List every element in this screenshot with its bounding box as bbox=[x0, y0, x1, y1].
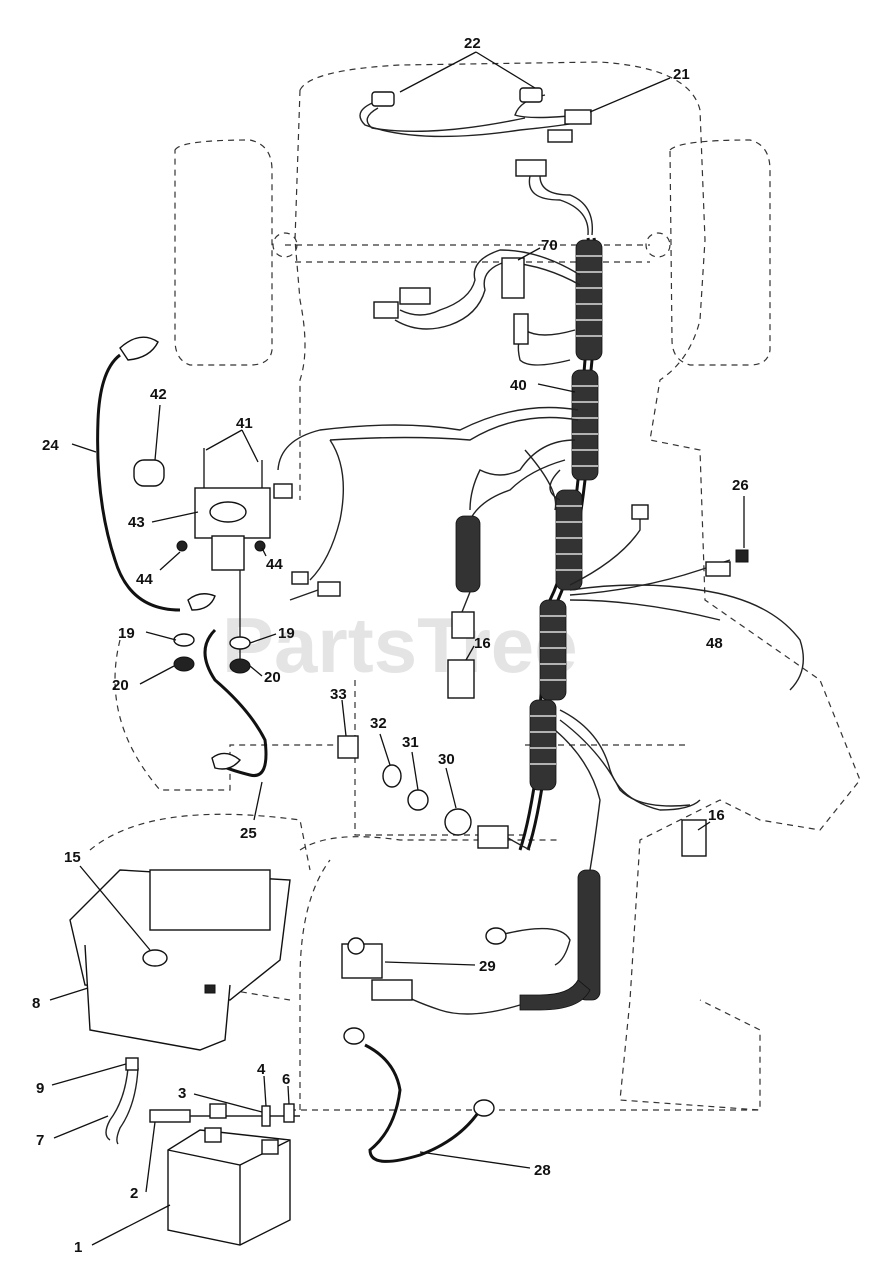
callout-31: 31 bbox=[402, 734, 419, 751]
callout-44-right: 44 bbox=[266, 556, 283, 573]
main-wire-harness bbox=[518, 237, 603, 851]
callout-70: 70 bbox=[541, 237, 558, 254]
battery-cable-25 bbox=[203, 628, 268, 778]
callout-8: 8 bbox=[32, 995, 40, 1012]
callout-1: 1 bbox=[74, 1239, 82, 1256]
harness-branches bbox=[273, 249, 804, 871]
callout-19-left: 19 bbox=[118, 625, 135, 642]
callout-28: 28 bbox=[534, 1162, 551, 1179]
callout-43: 43 bbox=[128, 514, 145, 531]
leader-lines bbox=[49, 51, 745, 1246]
callout-33: 33 bbox=[330, 686, 347, 703]
callout-30: 30 bbox=[438, 751, 455, 768]
callout-29: 29 bbox=[479, 958, 496, 975]
battery-box bbox=[69, 869, 291, 1051]
battery-cable-28 bbox=[343, 1027, 495, 1163]
battery bbox=[149, 1103, 300, 1246]
callout-15: 15 bbox=[64, 849, 81, 866]
callout-42: 42 bbox=[150, 386, 167, 403]
ground-cable-24 bbox=[96, 336, 181, 612]
callout-3: 3 bbox=[178, 1085, 186, 1102]
callout-16-lower: 16 bbox=[708, 807, 725, 824]
lower-harness bbox=[341, 869, 601, 1015]
callout-9: 9 bbox=[36, 1080, 44, 1097]
callout-7: 7 bbox=[36, 1132, 44, 1149]
callout-32: 32 bbox=[370, 715, 387, 732]
callout-44-left: 44 bbox=[136, 571, 153, 588]
callouts: 22 21 70 40 42 41 24 43 44 44 26 19 19 1… bbox=[32, 35, 749, 1256]
callout-26: 26 bbox=[732, 477, 749, 494]
callout-25: 25 bbox=[240, 825, 257, 842]
vent-tube bbox=[105, 1057, 139, 1145]
callout-24: 24 bbox=[42, 437, 59, 454]
coil-wrap bbox=[529, 239, 603, 791]
headlight-harness bbox=[359, 87, 594, 236]
callout-48: 48 bbox=[706, 635, 723, 652]
callout-21: 21 bbox=[673, 66, 690, 83]
callout-6: 6 bbox=[282, 1071, 290, 1088]
callout-2: 2 bbox=[130, 1185, 138, 1202]
coil-ridges bbox=[530, 255, 602, 765]
callout-20-left: 20 bbox=[112, 677, 129, 694]
callout-41: 41 bbox=[236, 415, 253, 432]
callout-4: 4 bbox=[257, 1061, 266, 1078]
callout-40: 40 bbox=[510, 377, 527, 394]
callout-16-upper: 16 bbox=[474, 635, 491, 652]
callout-19-right: 19 bbox=[278, 625, 295, 642]
callout-22: 22 bbox=[464, 35, 481, 52]
callout-20-right: 20 bbox=[264, 669, 281, 686]
ignition-switch-parts bbox=[337, 735, 472, 836]
watermark: PartsTree bbox=[222, 601, 578, 689]
solenoid-assembly bbox=[133, 448, 271, 660]
